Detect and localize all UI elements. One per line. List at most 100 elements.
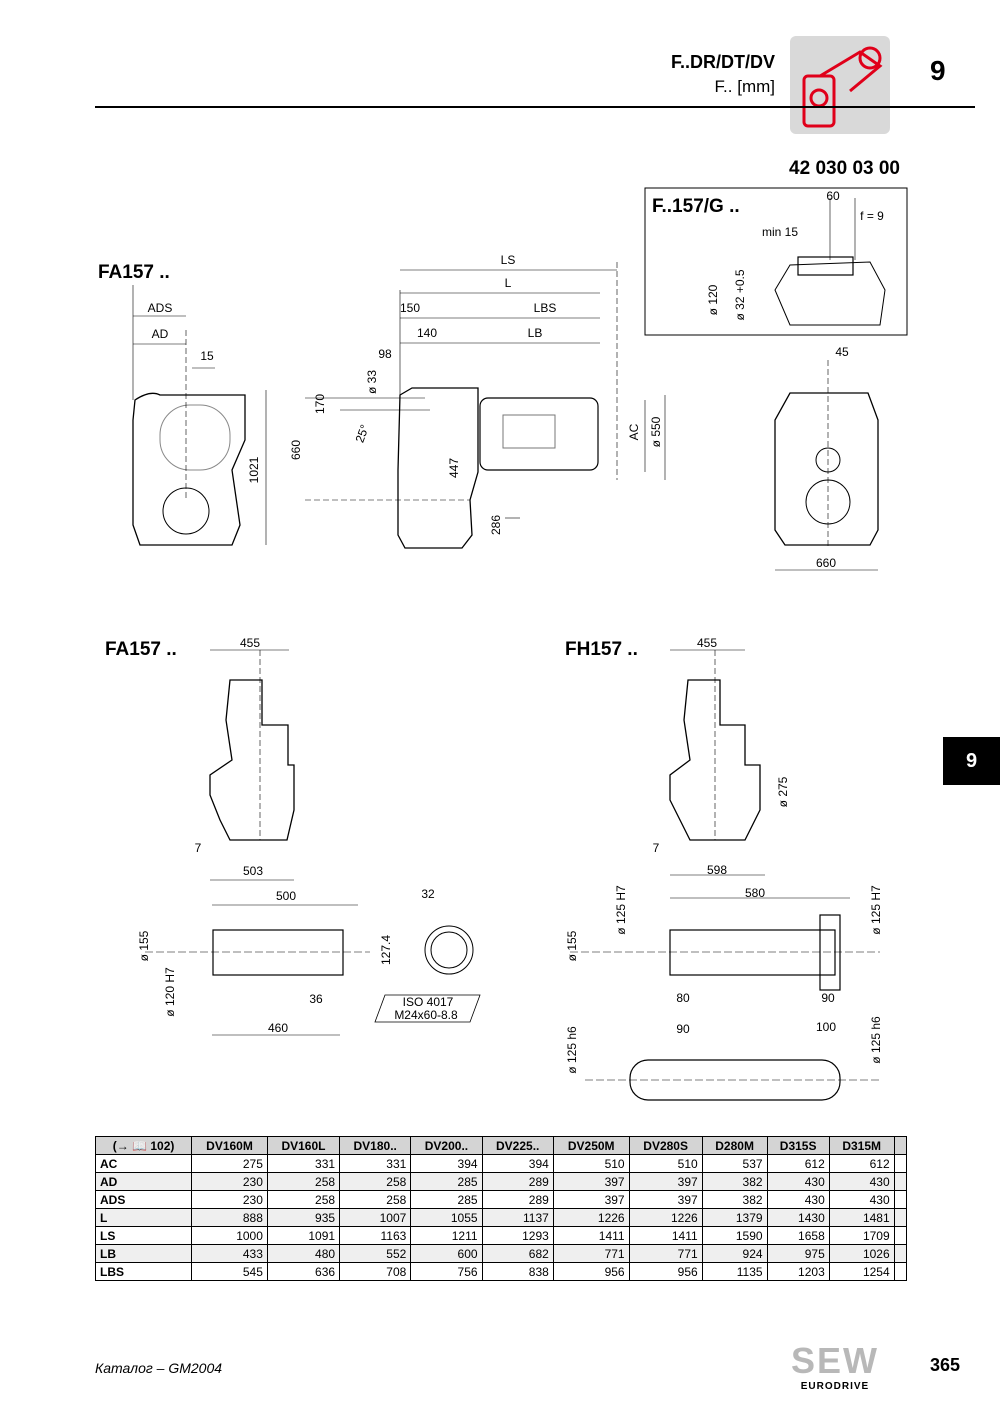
table-cell: 331 (266, 1154, 341, 1173)
col-header: D280M (701, 1136, 768, 1155)
view-label-fa157-middle: FA157 .. (105, 639, 177, 660)
dim-end-45: 45 (835, 345, 849, 359)
dim-fa-36: 36 (309, 992, 323, 1006)
table-cell: 1026 (828, 1244, 895, 1263)
table-cell (893, 1262, 908, 1281)
view-label-fh157: FH157 .. (565, 639, 638, 660)
table-cell: 956 (628, 1262, 703, 1281)
view-label-fa157-top: FA157 .. (98, 262, 170, 283)
table-cell: 430 (766, 1190, 830, 1209)
table-cell: 888 (191, 1208, 268, 1227)
dim-140: 140 (417, 326, 437, 340)
table-cell: 331 (339, 1154, 412, 1173)
eurodrive-logo-text: EURODRIVE (800, 1381, 870, 1392)
table-cell: 1163 (339, 1226, 412, 1245)
table-cell: 289 (481, 1190, 554, 1209)
table-cell (893, 1190, 908, 1209)
table-cell: 258 (266, 1172, 341, 1191)
dim-g-32: ø 32 +0.5 (733, 269, 747, 320)
table-cell: 430 (766, 1172, 830, 1191)
view-label-g-detail: F..157/G .. (652, 196, 740, 217)
table-cell: 612 (766, 1154, 830, 1173)
col-header: D315S (766, 1136, 830, 1155)
table-cell (893, 1244, 908, 1263)
dim-fh-80: 80 (676, 991, 690, 1005)
header-rule (95, 106, 975, 108)
table-cell: 1007 (339, 1208, 412, 1227)
page-title: F..DR/DT/DV (670, 52, 775, 72)
col-header: DV250M (552, 1136, 630, 1155)
dim-fh-125h6-a: ø 125 h6 (565, 1026, 579, 1074)
row-label: AD (94, 1172, 193, 1191)
table-cell: 552 (339, 1244, 412, 1263)
table-cell: 1137 (481, 1208, 554, 1227)
table-cell: 682 (481, 1244, 554, 1263)
dim-g-120: ø 120 (706, 284, 720, 315)
fh157-side (570, 649, 880, 1101)
dim-fa-455: 455 (240, 636, 260, 650)
dim-fh-125h7-b: ø 125 H7 (869, 885, 883, 935)
g-detail-box (644, 187, 908, 336)
table-cell: 771 (552, 1244, 630, 1263)
dim-fa-460: 460 (268, 1021, 288, 1035)
table-cell: 1000 (191, 1226, 268, 1245)
fa157-front-view (305, 262, 666, 549)
dim-fa-127: 127.4 (379, 935, 393, 965)
table-cell: 1055 (410, 1208, 483, 1227)
dim-lbs: LBS (534, 301, 557, 315)
table-cell: 935 (266, 1208, 341, 1227)
dim-fh-155: ø 155 (565, 930, 579, 961)
table-cell: 708 (339, 1262, 412, 1281)
table-header-row: (→ 📖 102) DV160M DV160L DV180.. DV200.. … (94, 1136, 908, 1155)
dim-1021: 1021 (247, 456, 261, 483)
table-cell: 975 (766, 1244, 830, 1263)
table-cell: 1226 (628, 1208, 703, 1227)
table-cell: 510 (552, 1154, 630, 1173)
table-cell: 1211 (410, 1226, 483, 1245)
dim-fh-125h7-a: ø 125 H7 (614, 885, 628, 935)
chapter-tab[interactable]: 9 (943, 737, 1000, 785)
table-cell: 433 (191, 1244, 268, 1263)
table-cell (893, 1208, 908, 1227)
dim-447: 447 (447, 458, 461, 478)
sew-logo: SEW (790, 1340, 879, 1381)
table-cell: 397 (628, 1190, 703, 1209)
table-cell: 1379 (701, 1208, 768, 1227)
dim-lb: LB (528, 326, 543, 340)
table-cell: 258 (266, 1190, 341, 1209)
table-cell: 382 (701, 1172, 768, 1191)
table-cell: 1091 (266, 1226, 341, 1245)
col-header: DV280S (628, 1136, 703, 1155)
table-cell: 285 (410, 1172, 483, 1191)
row-label: ADS (94, 1190, 193, 1209)
table-cell: 430 (828, 1190, 895, 1209)
dim-fh-7: 7 (653, 841, 660, 855)
table-cell: 600 (410, 1244, 483, 1263)
dim-98: 98 (378, 347, 392, 361)
table-cell: 756 (410, 1262, 483, 1281)
col-header: DV225.. (481, 1136, 554, 1155)
table-cell (893, 1226, 908, 1245)
fa157-hollow-side (145, 649, 481, 1036)
table-cell: 537 (701, 1154, 768, 1173)
table-cell: 1411 (552, 1226, 630, 1245)
dim-15: 15 (200, 349, 214, 363)
gearmotor-thumbnail (790, 36, 890, 134)
technical-drawing: FA157 .. ADS AD 15 1021 LS L 150 LBS 140… (98, 187, 908, 1101)
end-view (774, 360, 879, 571)
dim-150: 150 (400, 301, 420, 315)
dimension-table: (→ 📖 102) DV160M DV160L DV180.. DV200.. … (94, 1136, 908, 1281)
table-cell: 771 (628, 1244, 703, 1263)
col-header: DV160L (266, 1136, 341, 1155)
table-cell: 397 (552, 1190, 630, 1209)
col-header: DV180.. (339, 1136, 412, 1155)
table-cell: 1709 (828, 1226, 895, 1245)
table-cell: 545 (191, 1262, 268, 1281)
table-cell: 1481 (828, 1208, 895, 1227)
dim-660: 660 (289, 440, 303, 460)
